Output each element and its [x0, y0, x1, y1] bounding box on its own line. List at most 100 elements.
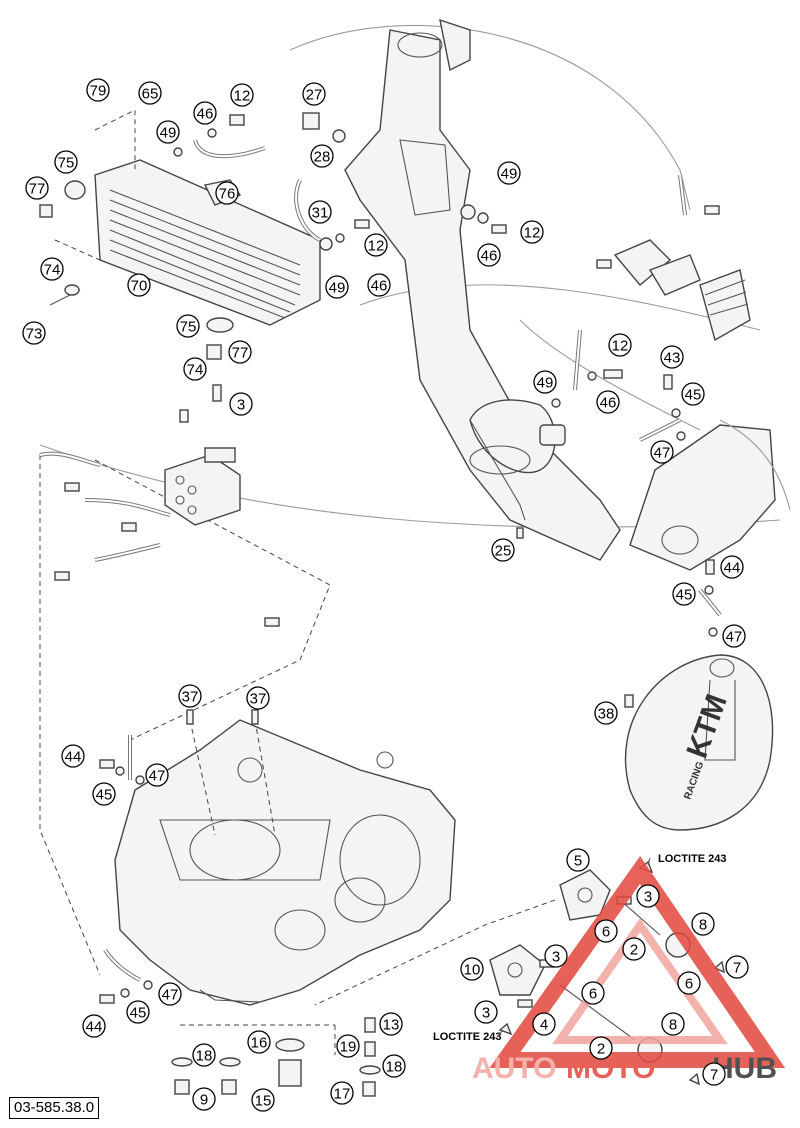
callout-circle	[460, 957, 484, 981]
callout-73: 73	[22, 321, 46, 345]
callout-number: 77	[232, 345, 249, 362]
callout-circle	[379, 1012, 403, 1036]
callout-circle	[596, 390, 620, 414]
callout-13: 13	[379, 1012, 403, 1036]
callout-number: 49	[501, 166, 518, 183]
callout-number: 10	[464, 962, 481, 979]
callout-circle	[702, 1062, 726, 1086]
callout-circle	[474, 1000, 498, 1024]
callout-43: 43	[660, 345, 684, 369]
callout-number: 73	[26, 326, 43, 343]
callout-27: 27	[302, 82, 326, 106]
callout-circle	[532, 1012, 556, 1036]
callout-6: 6	[677, 971, 701, 995]
clutch-cover: KTM RACING	[624, 654, 774, 831]
callout-number: 17	[334, 1086, 351, 1103]
callout-number: 18	[196, 1048, 213, 1065]
callout-number: 31	[312, 205, 329, 222]
callout-number: 45	[685, 387, 702, 404]
callout-number: 3	[237, 397, 245, 414]
callout-75: 75	[54, 150, 78, 174]
callout-circle	[364, 233, 388, 257]
callout-number: 77	[29, 181, 46, 198]
callout-15: 15	[251, 1088, 275, 1112]
callout-circle	[382, 1054, 406, 1078]
callout-3: 3	[229, 392, 253, 416]
callout-3: 3	[544, 944, 568, 968]
callout-46: 46	[193, 101, 217, 125]
callout-28: 28	[310, 144, 334, 168]
callout-2: 2	[622, 937, 646, 961]
callout-circle	[581, 981, 605, 1005]
callout-44: 44	[720, 555, 744, 579]
callout-number: 2	[630, 942, 638, 959]
callout-number: 49	[537, 375, 554, 392]
callout-circle	[661, 1012, 685, 1036]
callout-number: 75	[180, 319, 197, 336]
callout-circle	[544, 944, 568, 968]
callout-circle	[82, 1014, 106, 1038]
callout-circle	[725, 955, 749, 979]
callout-12: 12	[230, 83, 254, 107]
callout-6: 6	[594, 919, 618, 943]
callout-circle	[247, 1030, 271, 1054]
callout-circle	[325, 275, 349, 299]
callout-circle	[636, 884, 660, 908]
callout-number: 75	[58, 155, 75, 172]
callout-number: 74	[187, 362, 204, 379]
callout-number: 18	[386, 1059, 403, 1076]
callout-circle	[92, 782, 116, 806]
callout-circle	[61, 744, 85, 768]
callout-number: 12	[524, 225, 541, 242]
callout-37: 37	[246, 686, 270, 710]
callout-70: 70	[127, 273, 151, 297]
loctite-note-upper: LOCTITE 243	[658, 853, 726, 865]
callout-3: 3	[474, 1000, 498, 1024]
callout-circle	[308, 200, 332, 224]
callout-number: 25	[495, 543, 512, 560]
callout-number: 49	[329, 280, 346, 297]
callout-65: 65	[138, 81, 162, 105]
watermark-text-auto: AUTO	[472, 1052, 556, 1085]
callout-19: 19	[336, 1034, 360, 1058]
callout-number: 47	[162, 987, 179, 1004]
callout-number: 45	[676, 587, 693, 604]
callout-number: 9	[200, 1092, 208, 1109]
diagram-part-number: 03-585.38.0	[9, 1097, 100, 1119]
callout-circle	[229, 392, 253, 416]
callout-number: 74	[44, 262, 61, 279]
callout-45: 45	[672, 582, 696, 606]
callout-number: 19	[340, 1039, 357, 1056]
callout-number: 47	[149, 768, 166, 785]
callout-circle	[310, 144, 334, 168]
callout-number: 6	[685, 976, 693, 993]
callout-number: 7	[710, 1067, 718, 1084]
callout-circle	[176, 314, 200, 338]
callout-6: 6	[581, 981, 605, 1005]
callout-74: 74	[40, 257, 64, 281]
callout-7: 7	[702, 1062, 726, 1086]
callout-circle	[126, 1000, 150, 1024]
callout-number: 8	[669, 1017, 677, 1034]
callout-circle	[330, 1081, 354, 1105]
callout-circle	[40, 257, 64, 281]
callout-number: 4	[540, 1017, 548, 1034]
callout-circle	[622, 937, 646, 961]
callout-circle	[156, 120, 180, 144]
callout-circle	[25, 176, 49, 200]
callout-7: 7	[725, 955, 749, 979]
callout-18: 18	[382, 1054, 406, 1078]
callout-circle	[722, 624, 746, 648]
callout-number: 44	[724, 560, 741, 577]
callout-circle	[497, 161, 521, 185]
loctite-notes: LOCTITE 243 LOCTITE 243	[433, 853, 726, 1043]
callout-number: 45	[96, 787, 113, 804]
engine-case	[114, 719, 456, 1055]
callout-number: 8	[699, 917, 707, 934]
callout-number: 2	[597, 1041, 605, 1058]
callout-circle	[183, 357, 207, 381]
callout-circle	[660, 345, 684, 369]
callout-number: 3	[552, 949, 560, 966]
callout-number: 37	[250, 691, 267, 708]
callout-number: 7	[733, 960, 741, 977]
